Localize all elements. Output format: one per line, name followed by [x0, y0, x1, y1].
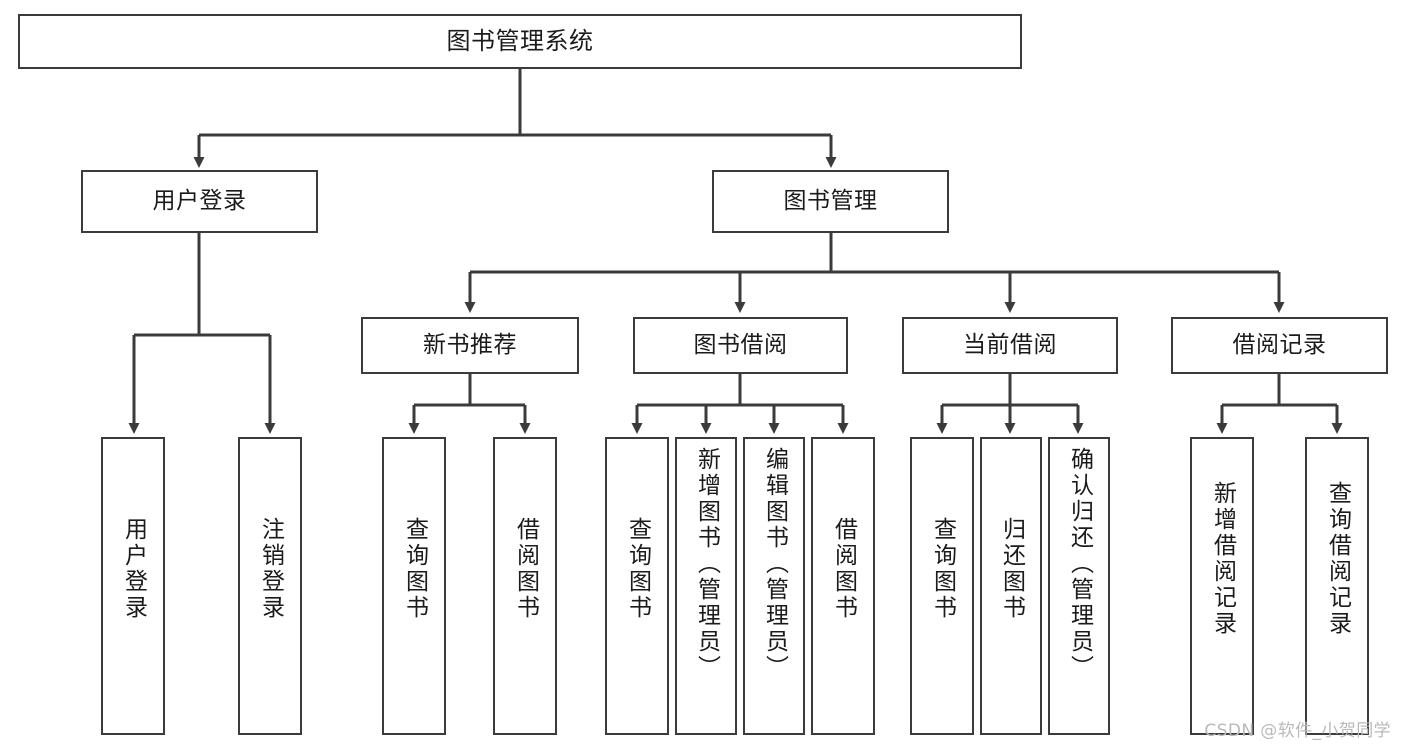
leaf-query-book-1-label: 查询图书 [401, 517, 428, 621]
leaf-user-login[interactable]: 用户登录 [101, 437, 165, 735]
node-current-borrow-label: 当前借阅 [963, 331, 1057, 358]
leaf-borrow-book-1-label: 借阅图书 [512, 517, 539, 621]
leaf-edit-book-admin-label: 编辑图书（管理员） [761, 447, 788, 681]
node-book-borrow[interactable]: 图书借阅 [633, 317, 848, 374]
leaf-return-book[interactable]: 归还图书 [980, 437, 1042, 735]
node-book-management[interactable]: 图书管理 [712, 170, 949, 233]
leaf-return-book-label: 归还图书 [998, 517, 1025, 621]
leaf-add-book-admin-label: 新增图书（管理员） [693, 447, 720, 681]
leaf-query-book-2-label: 查询图书 [624, 517, 651, 621]
leaf-confirm-return-admin-label: 确认归还（管理员） [1066, 447, 1093, 681]
leaf-borrow-book-2[interactable]: 借阅图书 [811, 437, 875, 735]
leaf-query-book-1[interactable]: 查询图书 [382, 437, 446, 735]
root-node-label: 图书管理系统 [446, 27, 594, 56]
node-new-book-recommend-label: 新书推荐 [423, 331, 517, 358]
node-new-book-recommend[interactable]: 新书推荐 [361, 317, 579, 374]
leaf-add-borrow-record-label: 新增借阅记录 [1209, 481, 1236, 637]
root-node[interactable]: 图书管理系统 [18, 14, 1022, 69]
leaf-logout[interactable]: 注销登录 [238, 437, 302, 735]
node-user-login-label: 用户登录 [152, 187, 247, 214]
leaf-borrow-book-2-label: 借阅图书 [830, 517, 857, 621]
leaf-query-book-2[interactable]: 查询图书 [605, 437, 669, 735]
leaf-logout-label: 注销登录 [257, 517, 284, 621]
node-book-borrow-label: 图书借阅 [693, 331, 788, 358]
node-book-management-label: 图书管理 [783, 187, 878, 214]
leaf-query-borrow-record-label: 查询借阅记录 [1324, 481, 1351, 637]
leaf-edit-book-admin[interactable]: 编辑图书（管理员） [743, 437, 805, 735]
node-current-borrow[interactable]: 当前借阅 [902, 317, 1118, 374]
leaf-add-book-admin[interactable]: 新增图书（管理员） [675, 437, 737, 735]
node-user-login[interactable]: 用户登录 [81, 170, 318, 233]
leaf-user-login-label: 用户登录 [120, 517, 147, 621]
csdn-watermark: CSDN @软件_小贺同学 [1204, 721, 1391, 741]
leaf-add-borrow-record[interactable]: 新增借阅记录 [1190, 437, 1254, 735]
node-borrow-record-label: 借阅记录 [1232, 331, 1327, 358]
node-borrow-record[interactable]: 借阅记录 [1171, 317, 1388, 374]
leaf-confirm-return-admin[interactable]: 确认归还（管理员） [1048, 437, 1110, 735]
leaf-borrow-book-1[interactable]: 借阅图书 [493, 437, 557, 735]
leaf-query-book-3-label: 查询图书 [929, 517, 956, 621]
leaf-query-book-3[interactable]: 查询图书 [910, 437, 974, 735]
leaf-query-borrow-record[interactable]: 查询借阅记录 [1305, 437, 1369, 735]
